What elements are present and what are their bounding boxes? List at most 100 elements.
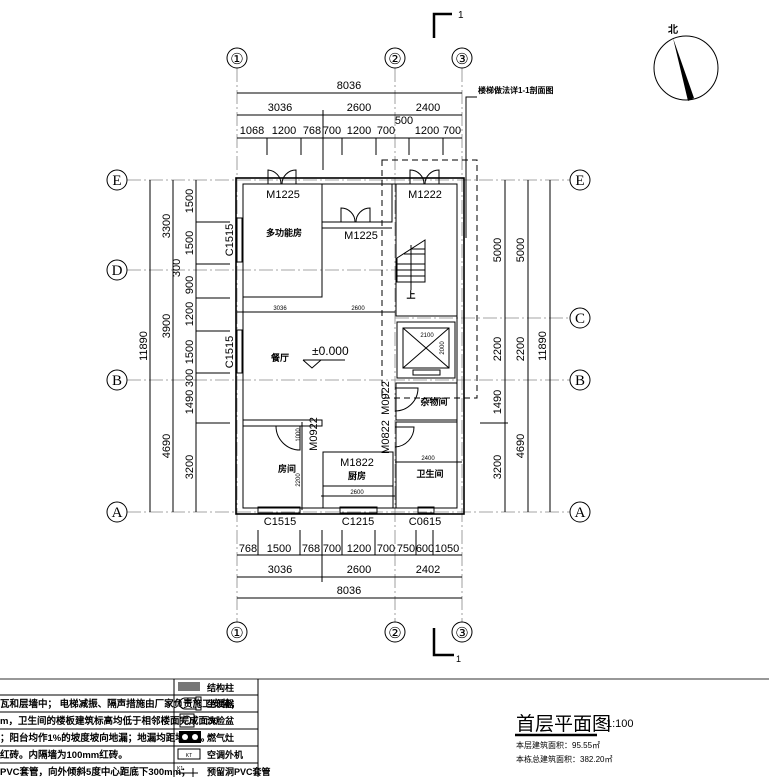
notes-table [0, 679, 259, 777]
dim-inner: 2400 [421, 456, 435, 462]
note-line: PVC套管，向外倾斜5度中心距底下300mm； [0, 766, 191, 777]
pvc-sleeve-symbol [177, 768, 198, 777]
dim-bottom-sub: 768 [302, 543, 320, 555]
axis-label-1: ① [230, 52, 243, 68]
door-label: M0922 [380, 381, 392, 415]
door-label: M1822 [340, 457, 374, 469]
axis-label-e-right: E [575, 173, 584, 189]
window-label: C0615 [409, 516, 441, 528]
dim-top-sub: 700 [377, 125, 395, 137]
dim-bottom-total: 8036 [337, 585, 361, 597]
dim-left-sub: 900 [184, 276, 196, 294]
stair-note: 楼梯做法详1-1剖面图 [478, 85, 554, 95]
window-label: C1515 [224, 224, 236, 256]
axis-label-3: ③ [455, 52, 468, 68]
top-dimensions: 8036 3036 2600 2400 1068 1200 768 700 12… [237, 80, 462, 170]
axis-label-a-right: A [575, 505, 586, 521]
dim-right: 4690 [515, 434, 527, 458]
dim-bottom-sub: 600 [416, 543, 434, 555]
dim-left: 4690 [161, 434, 173, 458]
dim-right-inner: 5000 [492, 238, 504, 262]
bottom-dimensions: 768 1500 768 700 1200 700 750 600 1050 3… [237, 530, 462, 599]
dim-bottom-sub: 700 [323, 543, 341, 555]
door-label: M0822 [380, 420, 392, 454]
dim-top-sub: 1200 [272, 125, 296, 137]
door-label: M1225 [344, 230, 378, 242]
room-dining: 餐厅 [270, 352, 289, 363]
dim-elevator-width: 2100 [420, 333, 434, 339]
elevator-shaft [402, 327, 450, 376]
dim-right-total: 11890 [537, 331, 549, 361]
dim-left-sub: 3200 [184, 455, 196, 479]
note-line: 红砖。内隔墙为100mm红砖。 [0, 749, 128, 761]
dim-left-sub: 1500 [184, 340, 196, 364]
dim-top: 2600 [347, 102, 371, 114]
dim-left: 3300 [161, 214, 173, 238]
structural-column-symbol [178, 682, 200, 691]
level-mark: ±0.000 [312, 344, 349, 358]
dim-left-sub: 1490 [184, 390, 196, 414]
drawing-scale: 1:100 [606, 718, 634, 730]
stair [396, 239, 426, 290]
dim-right: 5000 [515, 238, 527, 262]
dim-right: 2200 [515, 337, 527, 361]
windows [236, 217, 435, 514]
dim-inner: 2600 [351, 306, 365, 312]
window-label: C1515 [224, 336, 236, 368]
dim-left-sub: 300 [184, 369, 196, 387]
north-label: 北 [668, 23, 678, 36]
axis-label-e: E [112, 173, 121, 189]
dim-top: 2400 [416, 102, 440, 114]
dim-bottom: 2402 [416, 564, 440, 576]
legend-label: 结构柱 [207, 682, 234, 693]
room-kitchen: 厨房 [348, 470, 366, 481]
dim-bottom-sub: 768 [239, 543, 257, 555]
dim-elevator-depth: 2000 [440, 341, 446, 355]
dim-inner: 1000 [296, 428, 302, 442]
dim-right-inner: 3200 [492, 455, 504, 479]
axis-label-2-bottom: ② [388, 626, 401, 642]
dim-left-sub: 1200 [184, 302, 196, 326]
window-label: C1515 [264, 516, 296, 528]
section-mark-label: 1 [456, 654, 461, 664]
door-label: M1222 [408, 189, 442, 201]
pvc-sleeve-symbol-label: K1 [177, 766, 183, 772]
dim-top-sub: 1068 [240, 125, 264, 137]
dim-left: 3900 [161, 314, 173, 338]
door-label: M1225 [266, 189, 300, 201]
door-label: M0922 [308, 417, 320, 451]
axis-label-1-bottom: ① [230, 626, 243, 642]
dim-top-sub: 768 [303, 125, 321, 137]
room-bathroom: 卫生间 [416, 468, 443, 479]
dim-bottom-sub: 700 [377, 543, 395, 555]
axis-label-a: A [112, 505, 123, 521]
dim-right-inner: 2200 [492, 337, 504, 361]
doors [267, 169, 440, 451]
legend-label: 洗脸盆 [207, 715, 235, 726]
dim-top-sub: 1200 [415, 125, 439, 137]
dim-left-total: 11890 [138, 331, 150, 361]
room-bedroom: 房间 [278, 463, 296, 474]
note-line: ；阳台均作1%的坡度坡向地漏；地漏均距墙100。 [0, 732, 210, 744]
left-dimensions: 11890 3300 3900 4690 1500 1500 300 900 1… [138, 180, 230, 512]
legend-label: 燃气灶 [207, 732, 234, 743]
section-mark-label: 1 [458, 10, 464, 21]
axis-label-b-right: B [575, 373, 585, 389]
dim-bottom-sub: 1050 [435, 543, 459, 555]
dim-top-sub: 700 [323, 125, 341, 137]
dim-inner: 3036 [273, 306, 287, 312]
legend-label: 空调外机 [207, 749, 243, 760]
dim-bottom-sub: 750 [397, 543, 415, 555]
dim-left-sub: 1500 [184, 189, 196, 213]
dim-top-sub: 1200 [347, 125, 371, 137]
right-dimensions: 5000 2200 1490 3200 5000 2200 4690 11890 [480, 180, 551, 512]
toilet-symbol [179, 696, 202, 711]
axis-label-2: ② [388, 52, 401, 68]
washbasin-symbol [179, 713, 195, 728]
legend-label: 预留洞PVC套管 [207, 766, 271, 777]
window-label: C1215 [342, 516, 374, 528]
dim-bottom-sub: 1200 [347, 543, 371, 555]
dim-top: 3036 [268, 102, 292, 114]
dim-inner: 2200 [296, 473, 302, 487]
